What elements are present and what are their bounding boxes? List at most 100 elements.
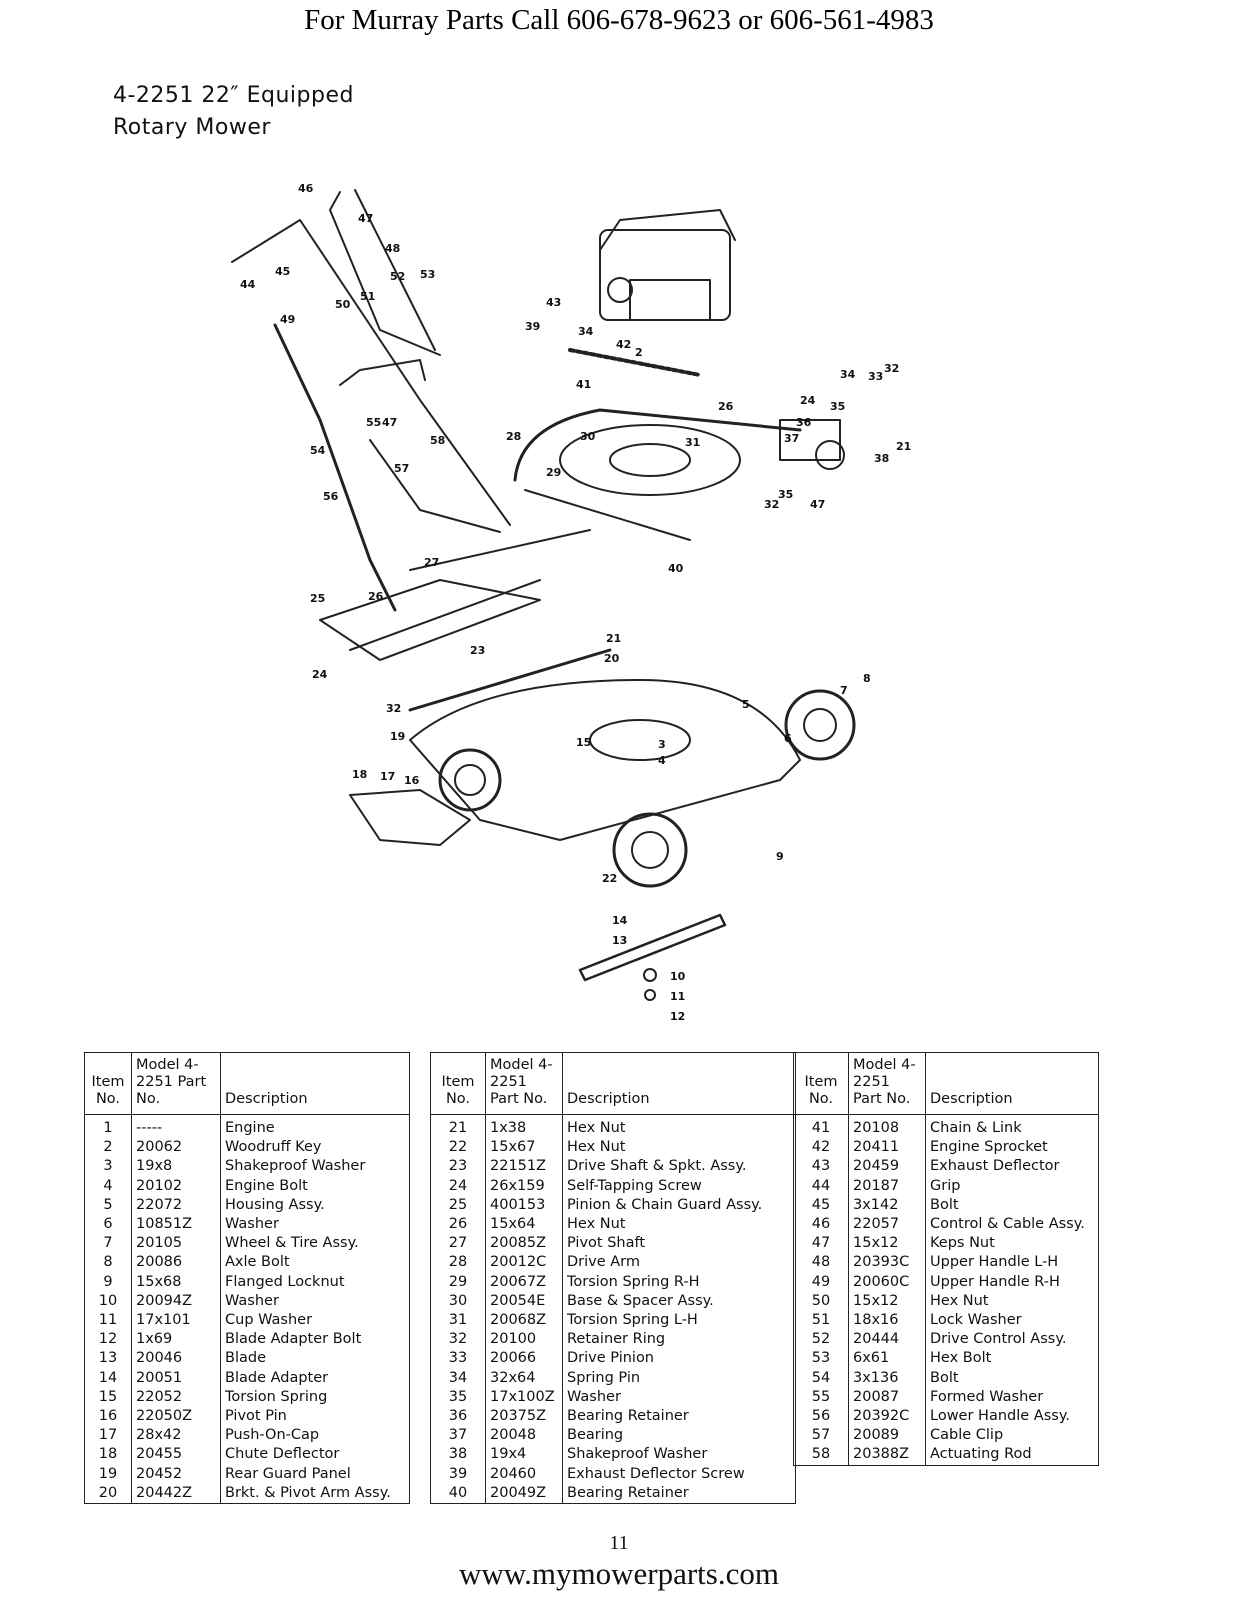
part-description: Drive Shaft & Spkt. Assy. — [567, 1158, 747, 1175]
part-number: 15x68 — [131, 1272, 221, 1292]
part-number: 20054E — [485, 1291, 563, 1312]
item-number: 48 — [794, 1253, 849, 1273]
callout-27: 27 — [424, 556, 439, 569]
part-description: Cup Washer — [225, 1312, 313, 1329]
callout-17: 17 — [380, 770, 395, 783]
parts-list-table-2: Item No. Model 4-2251 Part No. Descripti… — [430, 1052, 796, 1505]
item-number: 44 — [794, 1176, 849, 1196]
part-number: 15x67 — [485, 1138, 563, 1158]
callout-11: 11 — [670, 990, 685, 1003]
part-description: Pinion & Chain Guard Assy. — [567, 1196, 763, 1213]
callout-10: 10 — [670, 970, 686, 983]
callout-35: 35 — [830, 400, 845, 413]
part-number: 20067Z — [485, 1272, 563, 1292]
part-description: Control & Cable Assy. — [930, 1216, 1085, 1233]
item-number: 39 — [431, 1464, 486, 1484]
item-number: 19 — [85, 1464, 132, 1484]
part-number: 22052 — [131, 1387, 221, 1408]
parts-list-table-3: Item No. Model 4-2251 Part No. Descripti… — [793, 1052, 1099, 1466]
callout-16: 16 — [404, 774, 420, 787]
item-number: 12 — [85, 1330, 132, 1350]
item-number: 53 — [794, 1349, 849, 1369]
callout-34b: 34 — [840, 368, 856, 381]
callout-32: 32 — [884, 362, 899, 375]
part-number: 18x16 — [848, 1311, 926, 1331]
part-number: 20102 — [131, 1176, 221, 1196]
part-number: 20046 — [131, 1349, 221, 1369]
item-number: 24 — [431, 1176, 486, 1196]
part-number: 20388Z — [848, 1445, 926, 1465]
part-description: Actuating Rod — [930, 1446, 1032, 1463]
part-description: Spring Pin — [567, 1369, 641, 1386]
part-number: 20375Z — [485, 1407, 563, 1427]
part-description: Pivot Pin — [225, 1408, 287, 1425]
part-description: Lock Washer — [930, 1312, 1022, 1329]
col-item: Item No. — [794, 1053, 849, 1115]
callout-31: 31 — [685, 436, 700, 449]
item-number: 26 — [431, 1215, 486, 1235]
part-description: Torsion Spring R-H — [567, 1273, 700, 1290]
item-number: 6 — [85, 1215, 132, 1235]
part-description: Woodruff Key — [225, 1139, 322, 1156]
col-item: Item No. — [85, 1053, 132, 1115]
part-number: 15x64 — [485, 1215, 563, 1235]
callout-labels: 46 47 48 45 44 52 53 51 50 49 55 47 54 5… — [240, 182, 911, 1023]
item-number: 32 — [431, 1330, 486, 1350]
callout-50: 50 — [335, 298, 351, 311]
part-number: 1x38 — [485, 1114, 563, 1139]
item-number: 54 — [794, 1368, 849, 1388]
item-number: 42 — [794, 1138, 849, 1158]
part-description: Blade Adapter — [225, 1369, 329, 1386]
part-number: 6x61 — [848, 1349, 926, 1369]
title-model: 4-2251 22″ Equipped — [113, 83, 354, 108]
callout-52: 52 — [390, 270, 405, 283]
callout-8: 8 — [863, 672, 871, 685]
part-description: Axle Bolt — [225, 1254, 290, 1271]
item-number: 51 — [794, 1311, 849, 1331]
part-number: 26x159 — [485, 1176, 563, 1196]
col-description: Description — [562, 1053, 795, 1115]
callout-2: 2 — [635, 346, 643, 359]
callout-41: 41 — [576, 378, 591, 391]
part-number: 19x4 — [485, 1445, 563, 1465]
part-number: 1x69 — [131, 1330, 221, 1350]
item-number: 23 — [431, 1157, 486, 1177]
callout-48: 48 — [385, 242, 400, 255]
part-description: Hex Nut — [567, 1216, 626, 1233]
item-number: 52 — [794, 1330, 849, 1350]
part-description: Hex Nut — [930, 1292, 989, 1309]
item-number: 21 — [431, 1114, 486, 1139]
part-number: 10851Z — [131, 1215, 221, 1235]
item-number: 3 — [85, 1157, 132, 1177]
callout-32c: 32 — [386, 702, 401, 715]
part-description: Push-On-Cap — [225, 1427, 320, 1444]
callout-20: 20 — [604, 652, 620, 665]
item-number: 10 — [85, 1291, 132, 1312]
item-number: 40 — [431, 1483, 486, 1504]
part-number: 20455 — [131, 1445, 221, 1465]
